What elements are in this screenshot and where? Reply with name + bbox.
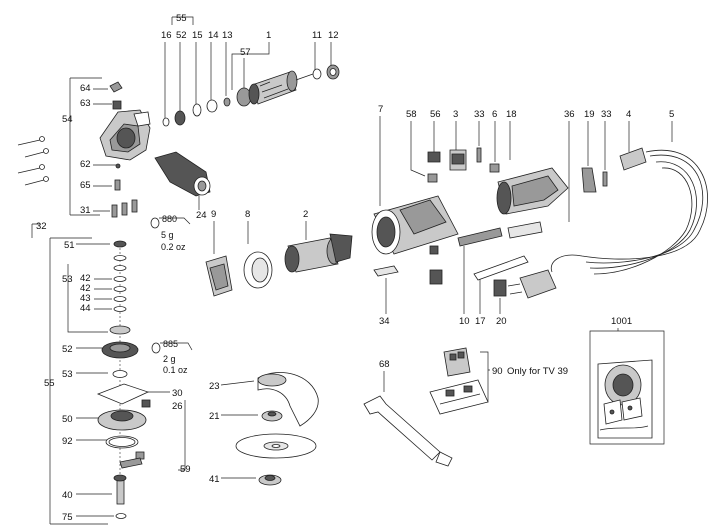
label-64: 64 (80, 83, 91, 94)
label-1: 1 (266, 30, 271, 41)
label-42b: 42 (80, 283, 91, 294)
motor-housing-group: 9 8 2 7 34 (205, 104, 459, 327)
label-53-bottom: 53 (62, 369, 73, 380)
label-8: 8 (245, 209, 250, 220)
grease-885-weight: 2 g (163, 354, 176, 364)
label-14: 14 (208, 30, 219, 41)
label-19: 19 (584, 109, 595, 120)
label-44: 44 (80, 303, 91, 314)
label-55-left: 55 (44, 378, 55, 389)
wrench-and-tv39-group: 68 90 Only for TV 39 (363, 347, 568, 467)
label-group-55-top: 55 16 52 15 14 13 1 11 12 57 (161, 13, 339, 118)
label-75: 75 (62, 512, 73, 523)
label-10: 10 (459, 316, 470, 327)
label-11: 11 (312, 30, 322, 41)
label-1001: 1001 (611, 316, 632, 327)
label-42a: 42 (80, 273, 91, 284)
label-7: 7 (378, 104, 383, 115)
label-31: 31 (80, 205, 91, 216)
label-41: 41 (209, 474, 220, 485)
label-52-left: 52 (62, 344, 73, 355)
label-4: 4 (626, 109, 631, 120)
label-54: 54 (62, 114, 73, 125)
label-16: 16 (161, 30, 172, 41)
label-21: 21 (209, 411, 220, 422)
detail-1001-group: 1001 (589, 316, 665, 445)
label-13: 13 (222, 30, 233, 41)
gear-housing-group: 64 63 54 62 65 31 32 24 (17, 77, 211, 252)
label-32: 32 (36, 221, 47, 232)
label-6: 6 (492, 109, 497, 120)
label-53-left: 53 (62, 274, 73, 285)
label-9: 9 (211, 209, 216, 220)
label-55-top: 55 (176, 13, 187, 24)
armature-assembly (162, 64, 340, 127)
label-36: 36 (564, 109, 575, 120)
label-43: 43 (80, 293, 91, 304)
label-2: 2 (303, 209, 308, 220)
label-5: 5 (669, 109, 674, 120)
label-56: 56 (430, 109, 441, 120)
guard-disc-group: 23 21 41 (209, 372, 319, 486)
label-33a: 33 (474, 109, 485, 120)
grease-885-oz: 0.1 oz (163, 365, 188, 375)
label-52-top: 52 (176, 30, 187, 41)
grease-880-weight: 5 g (161, 230, 174, 240)
grease-880-oz: 0.2 oz (161, 242, 186, 252)
label-40: 40 (62, 490, 73, 501)
label-24: 24 (196, 210, 207, 221)
label-26: 26 (172, 401, 183, 412)
label-18: 18 (506, 109, 517, 120)
label-23: 23 (209, 381, 220, 392)
label-92: 92 (62, 436, 73, 447)
label-33b: 33 (601, 109, 612, 120)
label-3: 3 (453, 109, 458, 120)
label-90: 90 (492, 366, 503, 377)
label-885: 885 (163, 339, 178, 349)
label-880: 880 (162, 214, 177, 224)
tv39-note: Only for TV 39 (507, 366, 568, 377)
label-20: 20 (496, 316, 507, 327)
label-15: 15 (192, 30, 203, 41)
label-57: 57 (240, 47, 251, 58)
label-34: 34 (379, 316, 390, 327)
label-50: 50 (62, 414, 73, 425)
label-12: 12 (328, 30, 339, 41)
label-30: 30 (172, 388, 183, 399)
label-62: 62 (80, 159, 91, 170)
label-51: 51 (64, 240, 75, 251)
switch-cable-group: 58 56 3 33 6 18 36 19 33 4 5 (406, 109, 708, 327)
label-63: 63 (80, 98, 91, 109)
label-17: 17 (475, 316, 486, 327)
spindle-stack-group: 51 53 42 42 43 44 52 53 50 92 40 75 55 3… (44, 237, 193, 525)
label-65: 65 (80, 180, 91, 191)
label-68: 68 (379, 359, 390, 370)
label-58: 58 (406, 109, 417, 120)
